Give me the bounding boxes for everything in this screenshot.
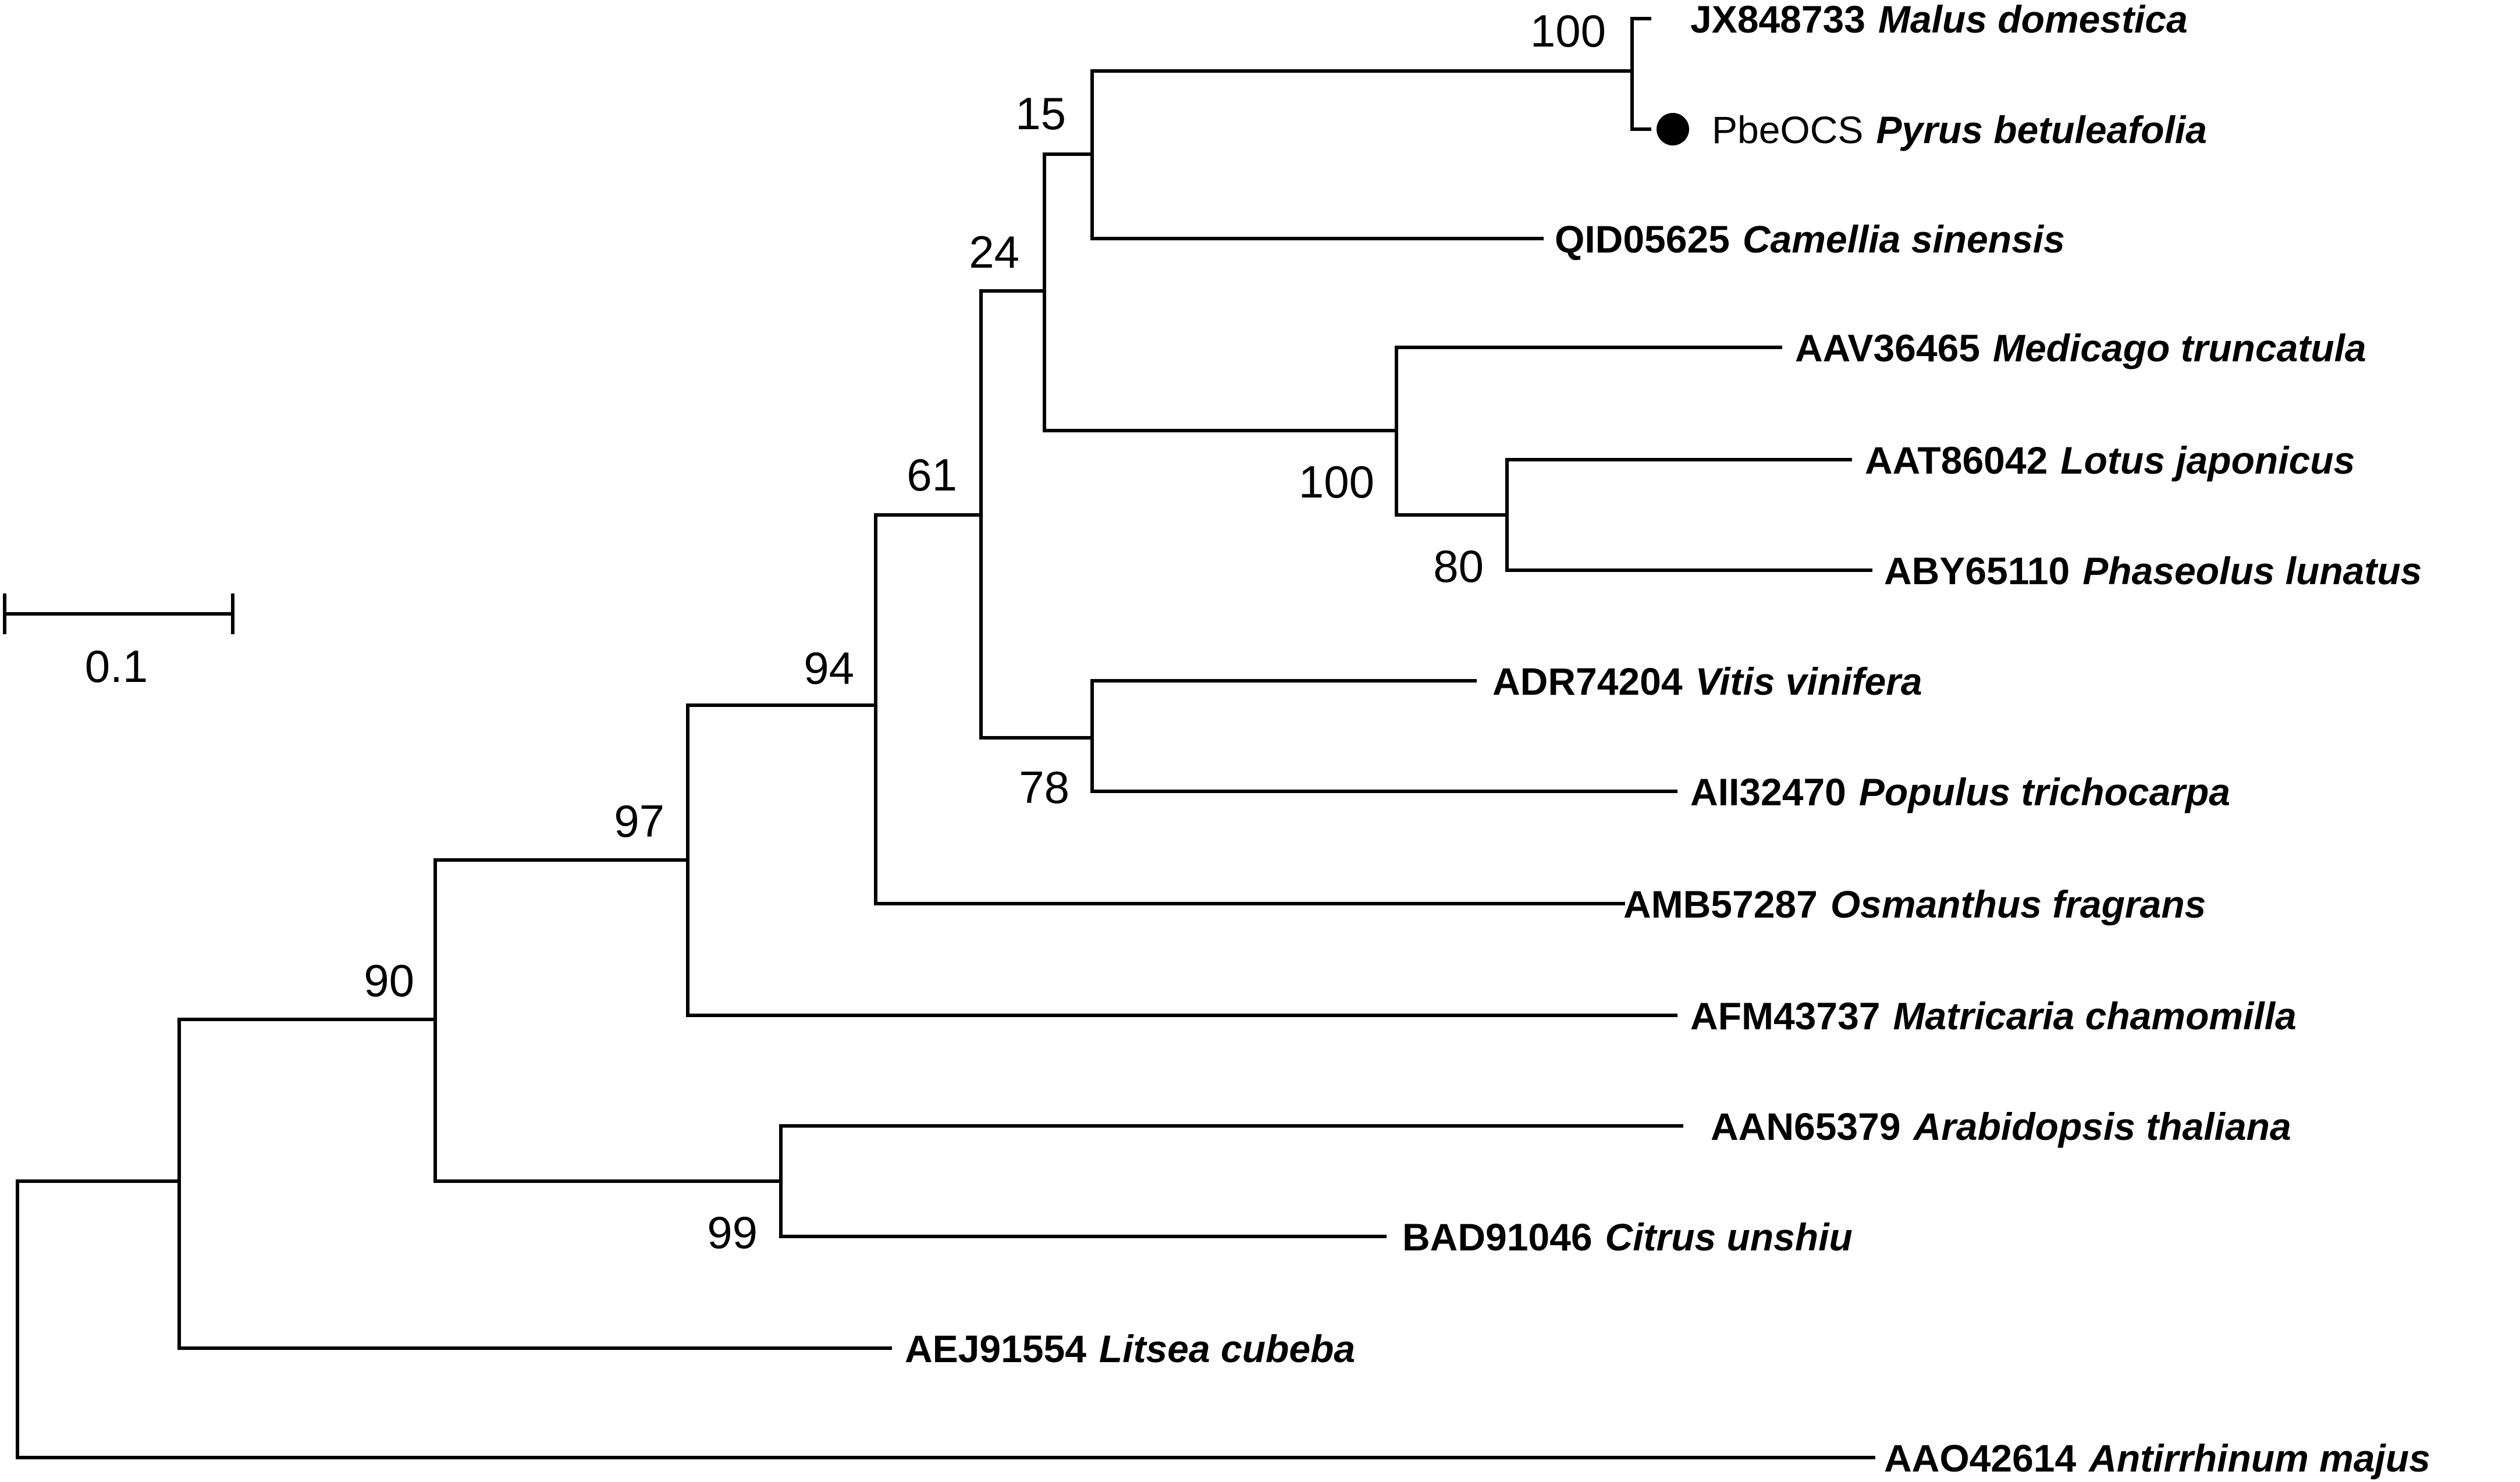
leaf-species: Lotus japonicus bbox=[2060, 439, 2355, 482]
leaf-species: Medicago truncatula bbox=[1993, 326, 2366, 369]
leaf-label: BAD91046 Citrus unshiu bbox=[1402, 1216, 1853, 1259]
leaf-label: JX848733 Malus domestica bbox=[1690, 0, 2188, 41]
leaf-label: AFM43737 Matricaria chamomilla bbox=[1690, 994, 2297, 1037]
leaf-species: Vitis vinifera bbox=[1696, 660, 1922, 703]
bootstrap-labels: 100 15 24 100 80 61 78 94 97 90 99 bbox=[364, 5, 1606, 1258]
leaf-species: Matricaria chamomilla bbox=[1893, 994, 2297, 1037]
leaf-labels: JX848733 Malus domestica PbeOCS Pyrus betu… bbox=[905, 0, 2430, 1480]
leaf-label: PbeOCS Pyrus betuleafolia bbox=[1712, 108, 2207, 151]
leaf-label: QID05625 Camellia sinensis bbox=[1555, 218, 2065, 261]
bootstrap-value: 94 bbox=[804, 642, 854, 694]
bootstrap-value: 15 bbox=[1015, 88, 1066, 139]
leaf-accession: AEJ91554 bbox=[905, 1327, 1086, 1370]
leaf-label: AAV36465 Medicago truncatula bbox=[1795, 326, 2366, 369]
leaf-accession: ABY65110 bbox=[1884, 549, 2070, 592]
leaf-species: Osmanthus fragrans bbox=[1831, 883, 2206, 926]
leaf-accession: AAV36465 bbox=[1795, 326, 1980, 369]
leaf-label: AAT86042 Lotus japonicus bbox=[1865, 439, 2355, 482]
leaf-label: ADR74204 Vitis vinifera bbox=[1492, 660, 1922, 703]
scale-bar: 0.1 bbox=[3, 593, 234, 692]
leaf-accession: AMB57287 bbox=[1623, 883, 1818, 926]
leaf-species: Phaseolus lunatus bbox=[2082, 549, 2422, 592]
tree-branches bbox=[16, 17, 1875, 1459]
bootstrap-value: 100 bbox=[1299, 456, 1374, 507]
leaf-accession: AAN65379 bbox=[1711, 1105, 1901, 1148]
bootstrap-value: 80 bbox=[1433, 541, 1484, 592]
leaf-label: AAO42614 Antirrhinum majus bbox=[1884, 1437, 2430, 1480]
leaf-accession: BAD91046 bbox=[1402, 1216, 1593, 1259]
leaf-accession: ADR74204 bbox=[1492, 660, 1683, 703]
bootstrap-value: 78 bbox=[1019, 762, 1069, 813]
bootstrap-value: 100 bbox=[1530, 5, 1606, 56]
leaf-accession: AAT86042 bbox=[1865, 439, 2048, 482]
leaf-species: Litsea cubeba bbox=[1099, 1327, 1355, 1370]
scale-bar-label: 0.1 bbox=[85, 641, 148, 692]
leaf-species: Malus domestica bbox=[1878, 0, 2188, 41]
query-sequence-marker bbox=[1657, 113, 1689, 145]
leaf-label: AMB57287 Osmanthus fragrans bbox=[1623, 883, 2206, 926]
bootstrap-value: 97 bbox=[614, 795, 664, 847]
leaf-accession: QID05625 bbox=[1555, 218, 1730, 261]
leaf-label: AEJ91554 Litsea cubeba bbox=[905, 1327, 1355, 1370]
scale-bar-line bbox=[3, 593, 234, 634]
leaf-species: Camellia sinensis bbox=[1743, 218, 2065, 261]
leaf-accession: AAO42614 bbox=[1884, 1437, 2076, 1480]
leaf-species: Arabidopsis thaliana bbox=[1913, 1105, 2291, 1148]
leaf-accession: AFM43737 bbox=[1690, 994, 1881, 1037]
bootstrap-value: 61 bbox=[907, 449, 957, 500]
bootstrap-value: 90 bbox=[364, 955, 414, 1006]
leaf-species: Citrus unshiu bbox=[1605, 1216, 1853, 1259]
leaf-species: Pyrus betuleafolia bbox=[1876, 108, 2207, 151]
bootstrap-value: 99 bbox=[707, 1207, 758, 1258]
leaf-label: ABY65110 Phaseolus lunatus bbox=[1884, 549, 2422, 592]
leaf-accession: AII32470 bbox=[1690, 770, 1846, 813]
leaf-accession: JX848733 bbox=[1690, 0, 1865, 41]
leaf-species: Antirrhinum majus bbox=[2088, 1437, 2430, 1480]
leaf-species: Populus trichocarpa bbox=[1859, 770, 2230, 813]
leaf-label: AII32470 Populus trichocarpa bbox=[1690, 770, 2230, 813]
bootstrap-value: 24 bbox=[969, 226, 1019, 278]
leaf-label: AAN65379 Arabidopsis thaliana bbox=[1711, 1105, 2291, 1148]
leaf-accession: PbeOCS bbox=[1712, 108, 1863, 151]
